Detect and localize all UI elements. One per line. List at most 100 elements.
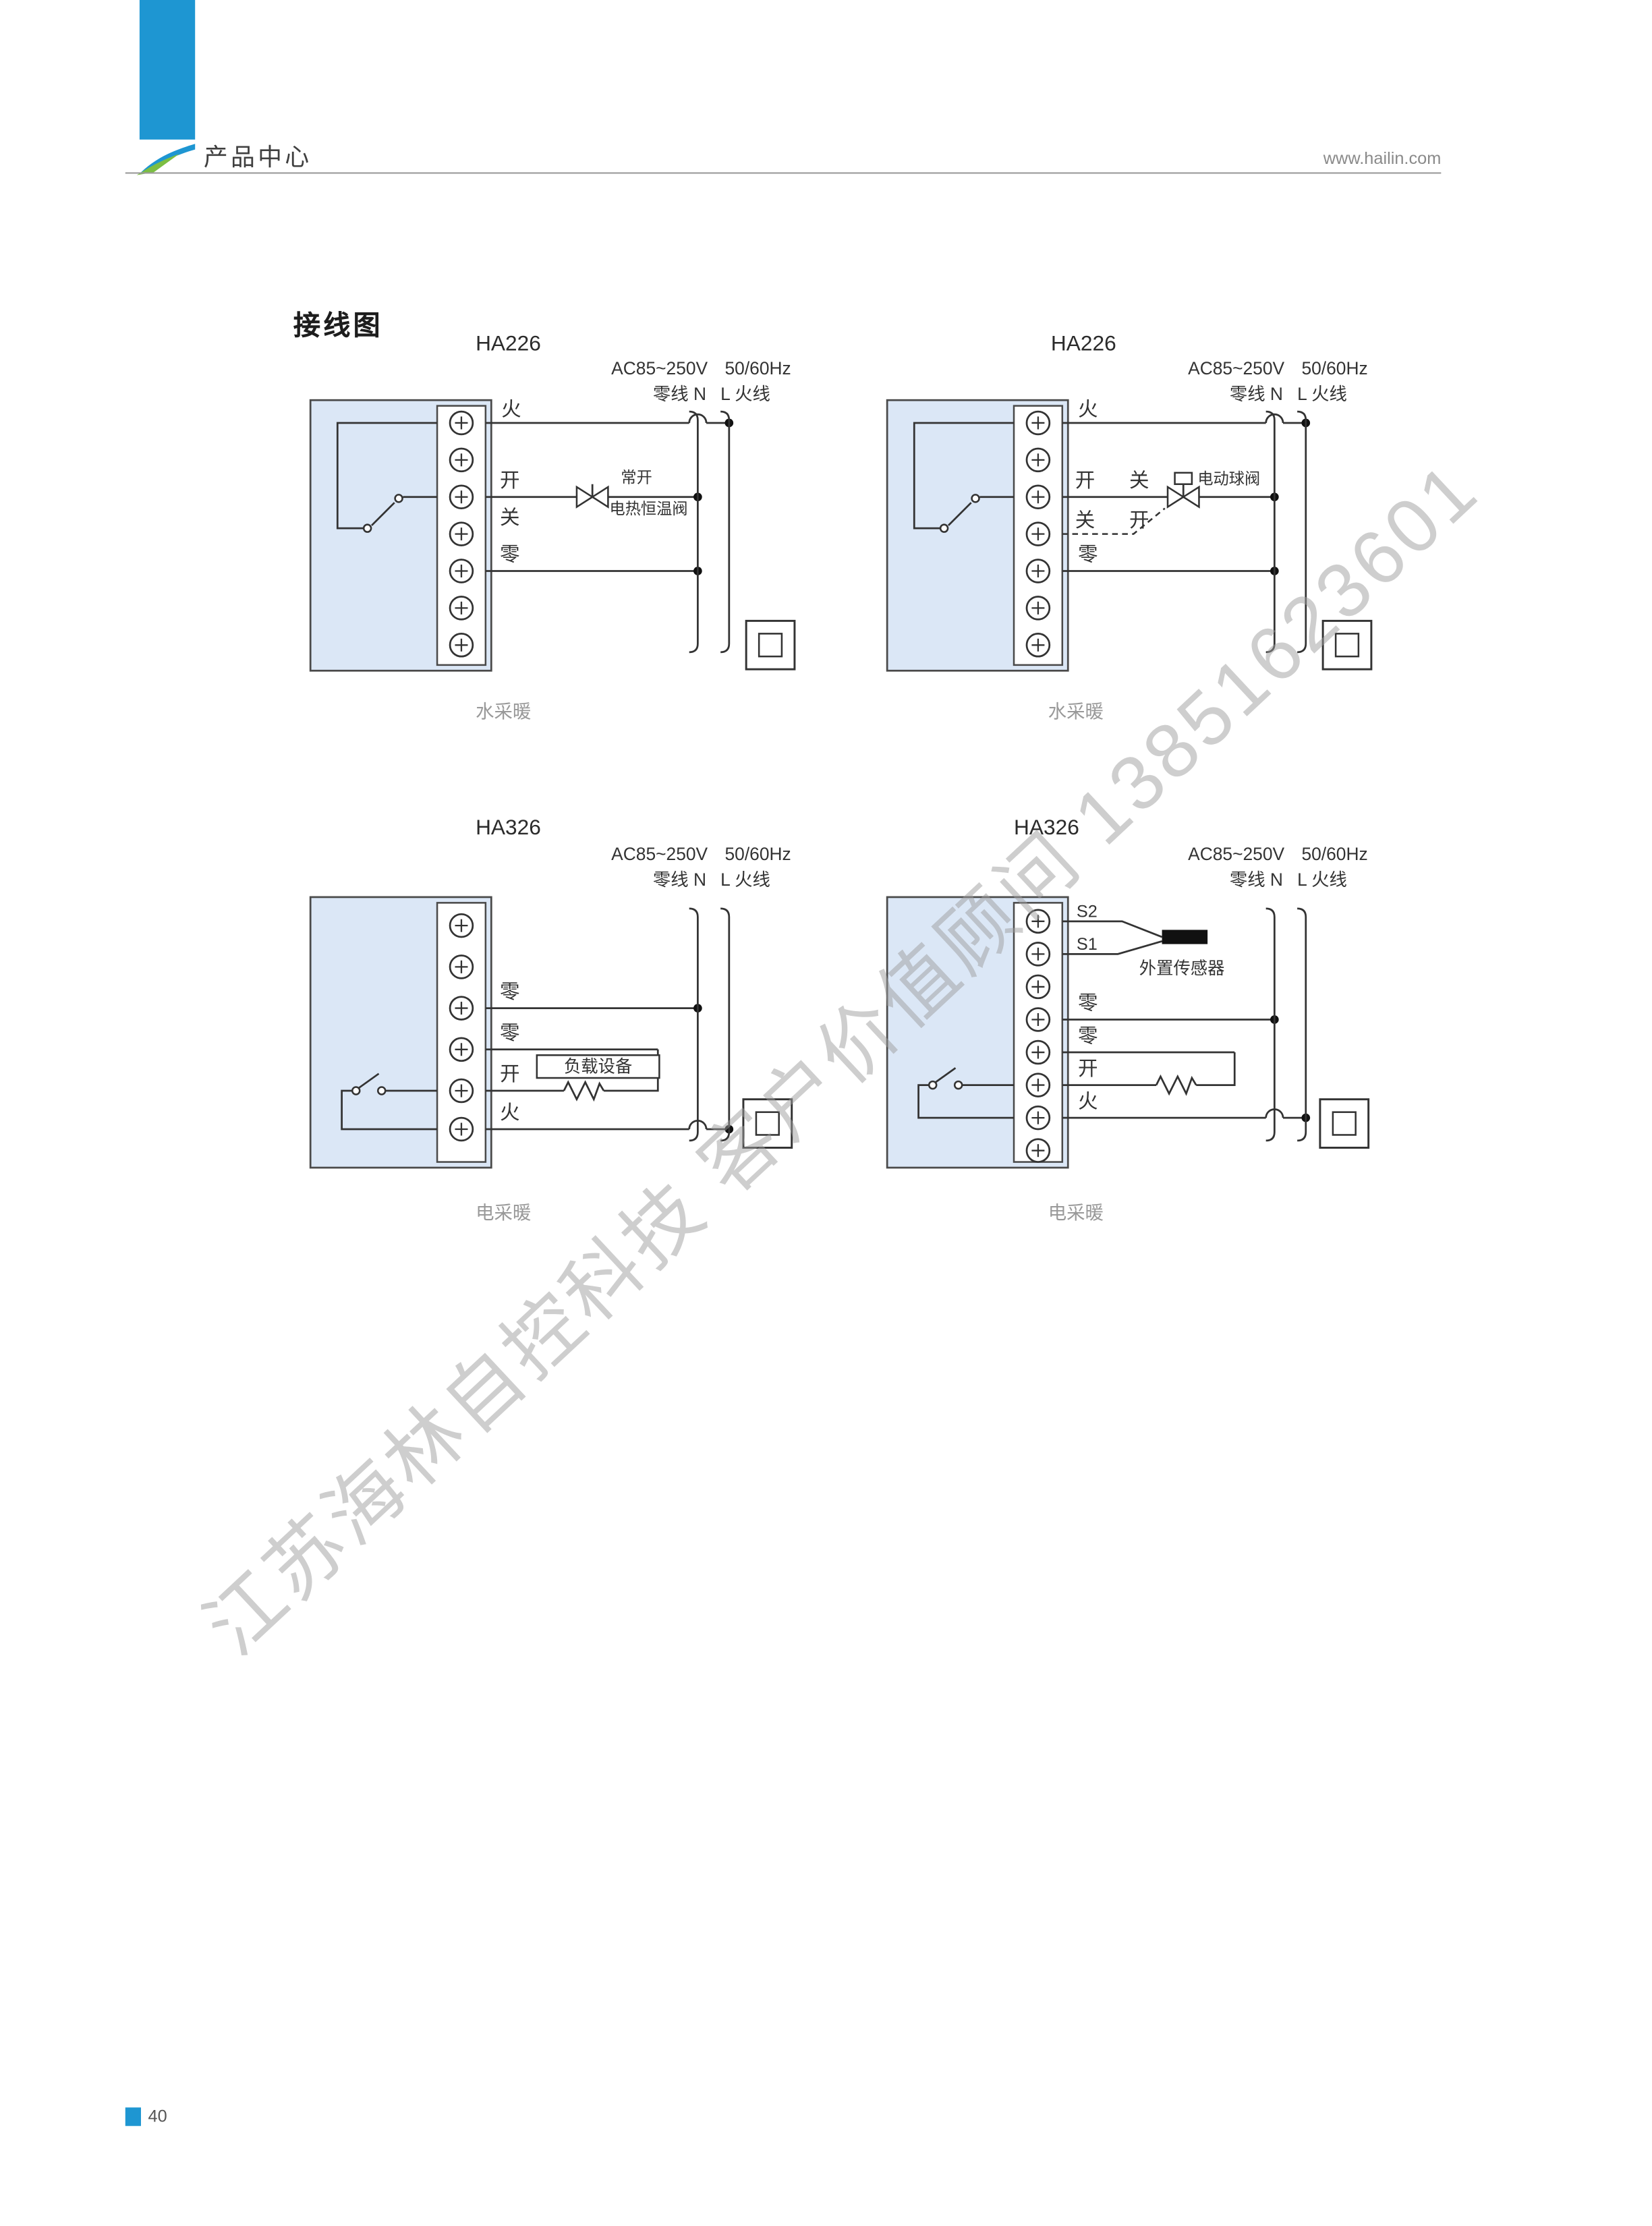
page-number: 40 <box>125 2106 167 2126</box>
screw-terminal <box>449 633 474 658</box>
relay-contact <box>939 523 949 533</box>
power-freq: 50/60Hz <box>724 358 791 378</box>
sensor-label: 外置传感器 <box>1139 959 1225 978</box>
valve-name-label: 电热恒温阀 <box>610 500 688 517</box>
screw-terminal <box>449 1037 474 1062</box>
screw-terminal <box>1025 559 1051 583</box>
valve-name-label: 电动球阀 <box>1197 470 1260 488</box>
relay-contact <box>953 1080 963 1090</box>
terminal-label-open: 开 <box>1078 1058 1098 1080</box>
load-device-box <box>536 1054 660 1079</box>
terminal-label-s1: S1 <box>1077 935 1098 954</box>
terminal-label-close2: 关 <box>1075 509 1095 532</box>
terminal-label-live: 火 <box>1078 398 1098 420</box>
diagram-caption: 水采暖 <box>1048 701 1104 722</box>
terminal-label-open2: 开 <box>1129 509 1149 532</box>
valve-icon <box>575 485 594 509</box>
terminal-label-neutral1: 零 <box>500 981 520 1003</box>
power-freq: 50/60Hz <box>1301 844 1367 864</box>
terminal-label-live: 火 <box>501 398 521 420</box>
terminal-label-live: 火 <box>500 1102 520 1124</box>
relay-blade <box>371 502 395 526</box>
sensor-wire <box>1062 940 1162 955</box>
terminal-label-neutral1: 零 <box>1078 992 1098 1015</box>
screw-terminal <box>1025 942 1051 967</box>
screw-terminal <box>1025 484 1051 509</box>
live-line-label: L 火线 <box>1297 384 1347 404</box>
screw-terminal <box>449 596 474 621</box>
wall-box-icon <box>745 619 796 670</box>
screw-terminal <box>1025 974 1051 1000</box>
neutral-line-label: 零线 N <box>653 384 706 404</box>
internal-wire <box>917 1084 1015 1119</box>
power-spec: AC85~250V <box>611 358 708 378</box>
page-number-value: 40 <box>148 2106 167 2126</box>
hailin-logo <box>136 144 196 175</box>
wall-box-icon <box>1321 619 1373 670</box>
internal-wire <box>913 422 1015 530</box>
live-line-label: L 火线 <box>720 869 770 890</box>
header-rule <box>125 172 1442 174</box>
diagram-ha226-ball-valve: HA226 AC85~250V 50/60Hz 零线 N L 火线 火 <box>886 331 1373 722</box>
logo-swoosh-green <box>136 153 179 175</box>
diagram-ha326-sensor: HA326 AC85~250V 50/60Hz 零线 N L 火线 S2 S1 <box>886 815 1370 1223</box>
supply-line-neutral <box>1265 907 1276 1142</box>
terminal-label-open: 开 <box>500 469 520 492</box>
terminal-label-close: 关 <box>1129 469 1149 492</box>
terminal-label-close: 关 <box>500 507 520 529</box>
screw-terminal <box>449 410 474 436</box>
external-sensor-icon <box>1162 930 1208 944</box>
screw-terminal <box>1025 1007 1051 1032</box>
screw-terminal <box>1025 447 1051 473</box>
live-line-label: L 火线 <box>720 384 770 404</box>
diagram-ha226-thermal-valve: HA226 AC85~250V 50/60Hz 零线 N L 火线 火 <box>309 331 796 722</box>
screw-terminal <box>1025 596 1051 621</box>
model-title: HA226 <box>476 331 541 355</box>
page-number-marker <box>125 2107 141 2125</box>
screw-terminal <box>1025 410 1051 436</box>
valve-icon <box>590 485 609 509</box>
site-url: www.hailin.com <box>1323 148 1442 169</box>
screw-terminal <box>1025 633 1051 658</box>
model-title: HA326 <box>476 815 541 839</box>
screw-terminal <box>449 484 474 509</box>
page-header-title: 产品中心 <box>203 144 312 171</box>
supply-line-neutral <box>1265 410 1276 654</box>
terminal-label-neutral: 零 <box>500 544 520 566</box>
terminal-label-live: 火 <box>1078 1090 1098 1112</box>
wire-crossover <box>688 413 708 424</box>
section-title: 接线图 <box>293 312 383 342</box>
screw-terminal <box>1025 909 1051 934</box>
load-wire <box>1196 1052 1236 1086</box>
internal-wire <box>336 422 438 530</box>
resistor-icon <box>1155 1074 1197 1096</box>
supply-line-neutral <box>689 410 699 654</box>
wall-box-icon <box>742 1098 793 1149</box>
terminal-label-s2: S2 <box>1077 902 1098 921</box>
terminal-label-neutral: 零 <box>1078 544 1098 566</box>
power-spec: AC85~250V <box>611 844 708 864</box>
close-wire-dashed <box>1062 507 1166 535</box>
terminal-label-open: 开 <box>1075 469 1095 492</box>
screw-terminal <box>449 913 474 938</box>
relay-contact <box>376 1086 387 1095</box>
screw-terminal <box>449 996 474 1021</box>
terminal-label-open: 开 <box>500 1063 520 1085</box>
terminal-label-neutral2: 零 <box>1078 1025 1098 1047</box>
relay-blade <box>947 502 972 526</box>
load-device-label: 负载设备 <box>564 1058 632 1077</box>
screw-terminal <box>1025 1039 1051 1065</box>
supply-line-neutral <box>689 907 699 1142</box>
relay-contact <box>394 494 403 503</box>
supply-line-live <box>720 410 731 654</box>
ball-valve-icon <box>1166 485 1185 509</box>
screw-terminal <box>449 521 474 546</box>
diagram-caption: 电采暖 <box>476 1202 531 1223</box>
neutral-line-label: 零线 N <box>1230 869 1283 890</box>
power-freq: 50/60Hz <box>724 844 791 864</box>
screw-terminal <box>449 559 474 583</box>
diagram-ha326-load: HA326 AC85~250V 50/60Hz 零线 N L 火线 零 零 开 <box>309 815 793 1223</box>
valve-actuator <box>1174 472 1193 486</box>
